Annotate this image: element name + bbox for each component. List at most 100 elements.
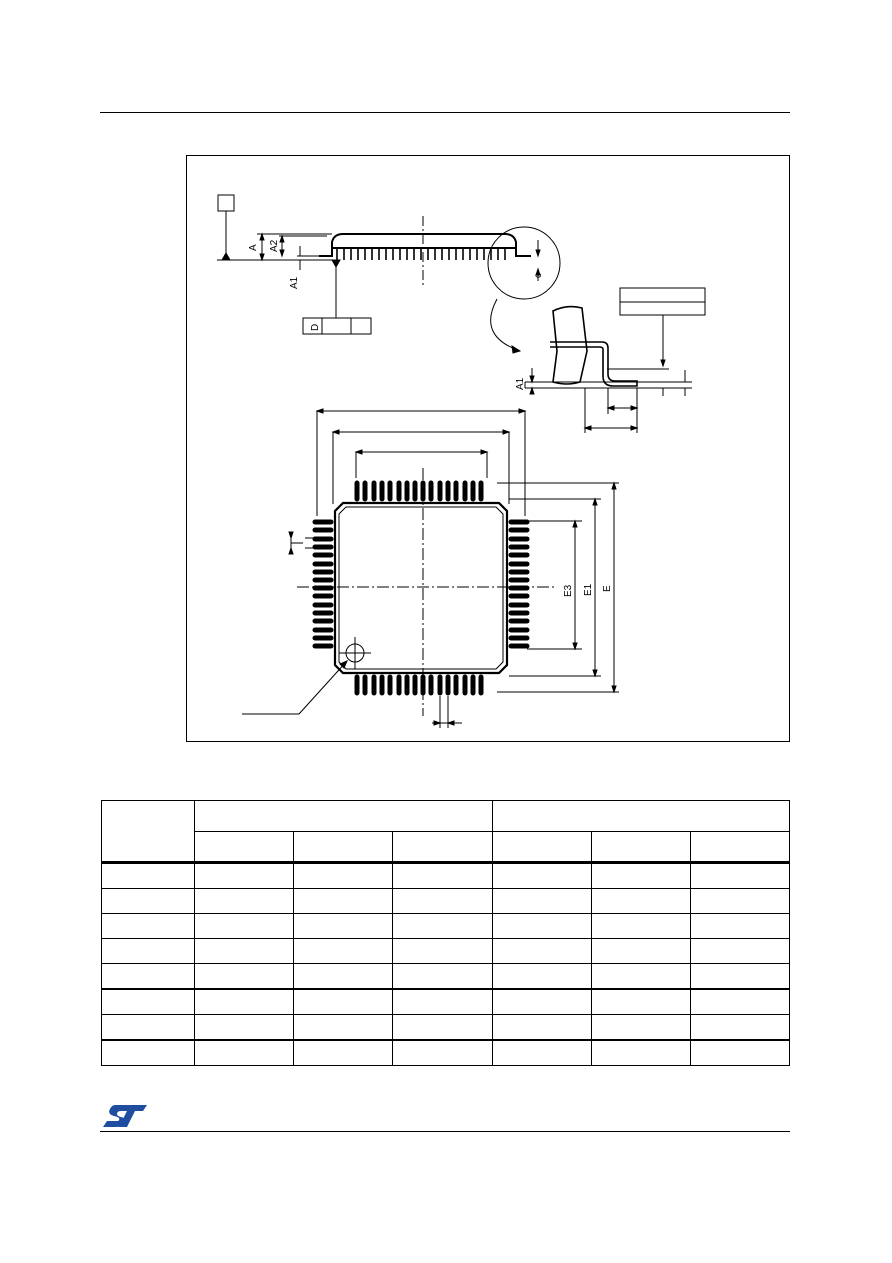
label-A: A xyxy=(248,244,259,251)
left-leads[interactable] xyxy=(312,519,334,649)
subheader xyxy=(293,831,394,864)
bottom-leads[interactable] xyxy=(354,674,484,696)
st-logo-shape xyxy=(103,1105,147,1127)
label-E3: E3 xyxy=(563,584,574,597)
table-row xyxy=(100,862,791,889)
table-cell xyxy=(293,888,394,914)
table-row xyxy=(100,888,791,914)
table-cell xyxy=(491,888,592,914)
table-cell xyxy=(689,1039,791,1066)
table-cell xyxy=(293,1039,394,1066)
table-cell xyxy=(590,938,691,964)
side-view xyxy=(217,194,561,354)
table-cell xyxy=(491,938,592,964)
table-row xyxy=(100,1039,791,1066)
table-cell xyxy=(590,862,691,889)
header-dim xyxy=(100,800,196,864)
table-row xyxy=(100,938,791,964)
table-cell xyxy=(689,963,791,990)
dimensions-table xyxy=(100,800,791,1066)
table-cell xyxy=(100,1039,196,1066)
package-outline-svg: A A2 A1 c D A1 E3 E1 E xyxy=(217,194,706,728)
table-cell xyxy=(100,1014,196,1041)
table-cell xyxy=(392,862,493,889)
table-cell xyxy=(491,862,592,889)
table-row xyxy=(100,913,791,939)
table-row xyxy=(100,1014,791,1041)
table-cell xyxy=(491,963,592,990)
table-cell xyxy=(293,988,394,1015)
header-group-2 xyxy=(491,800,791,832)
table-cell xyxy=(689,938,791,964)
table-cell xyxy=(194,988,295,1015)
subheader xyxy=(491,831,592,864)
table-cell xyxy=(194,1039,295,1066)
table-cell xyxy=(590,888,691,914)
label-A1-detail: A1 xyxy=(515,377,526,390)
table-subheader-row xyxy=(102,831,791,864)
table-cell xyxy=(194,963,295,990)
package-outline-drawing: A A2 A1 c D A1 E3 E1 E xyxy=(186,155,790,742)
label-A1-side: A1 xyxy=(289,276,300,289)
table-cell xyxy=(689,888,791,914)
table-row xyxy=(100,963,791,990)
label-E: E xyxy=(602,585,613,592)
subheader xyxy=(392,831,493,864)
table-cell xyxy=(293,938,394,964)
table-cell xyxy=(689,988,791,1015)
table-cell xyxy=(590,913,691,939)
table-cell xyxy=(392,988,493,1015)
table-cell xyxy=(293,963,394,990)
table-cell xyxy=(590,1039,691,1066)
table-cell xyxy=(590,1014,691,1041)
table-cell xyxy=(392,938,493,964)
table-cell xyxy=(100,938,196,964)
top-leads[interactable] xyxy=(354,480,484,502)
table-cell xyxy=(392,1014,493,1041)
table-cell xyxy=(689,913,791,939)
table-cell xyxy=(194,1014,295,1041)
table-cell xyxy=(293,1014,394,1041)
right-leads[interactable] xyxy=(508,519,530,649)
table-cell xyxy=(392,963,493,990)
datum-box xyxy=(217,194,235,212)
datum-frame xyxy=(302,317,372,335)
label-D: D xyxy=(310,324,321,331)
label-E1: E1 xyxy=(583,583,594,596)
header-group-1 xyxy=(194,800,493,832)
table-cell xyxy=(392,913,493,939)
table-cell xyxy=(491,913,592,939)
lead-detail-view xyxy=(524,287,706,433)
table-cell xyxy=(100,862,196,889)
table-cell xyxy=(491,1039,592,1066)
table-row xyxy=(100,988,791,1015)
bottom-rule xyxy=(100,1131,790,1132)
table-cell xyxy=(590,988,691,1015)
table-cell xyxy=(491,988,592,1015)
top-rule xyxy=(100,112,790,113)
table-cell xyxy=(689,1014,791,1041)
subheader xyxy=(194,831,295,864)
table-cell xyxy=(194,888,295,914)
table-cell xyxy=(100,888,196,914)
label-A2: A2 xyxy=(269,239,280,252)
table-cell xyxy=(194,862,295,889)
table-header-row xyxy=(100,800,791,864)
subheader xyxy=(689,831,791,864)
table-cell xyxy=(392,888,493,914)
table-cell xyxy=(194,938,295,964)
table-cell xyxy=(293,913,394,939)
label-c: c xyxy=(533,273,544,278)
subheader xyxy=(590,831,691,864)
table-cell xyxy=(689,862,791,889)
table-cell xyxy=(194,913,295,939)
table-cell xyxy=(100,913,196,939)
st-logo-icon xyxy=(103,1105,147,1127)
table-cell xyxy=(100,988,196,1015)
table-cell xyxy=(392,1039,493,1066)
side-leads xyxy=(336,248,506,260)
table-cell xyxy=(293,862,394,889)
top-view xyxy=(242,408,619,728)
table-cell xyxy=(491,1014,592,1041)
table-cell xyxy=(590,963,691,990)
